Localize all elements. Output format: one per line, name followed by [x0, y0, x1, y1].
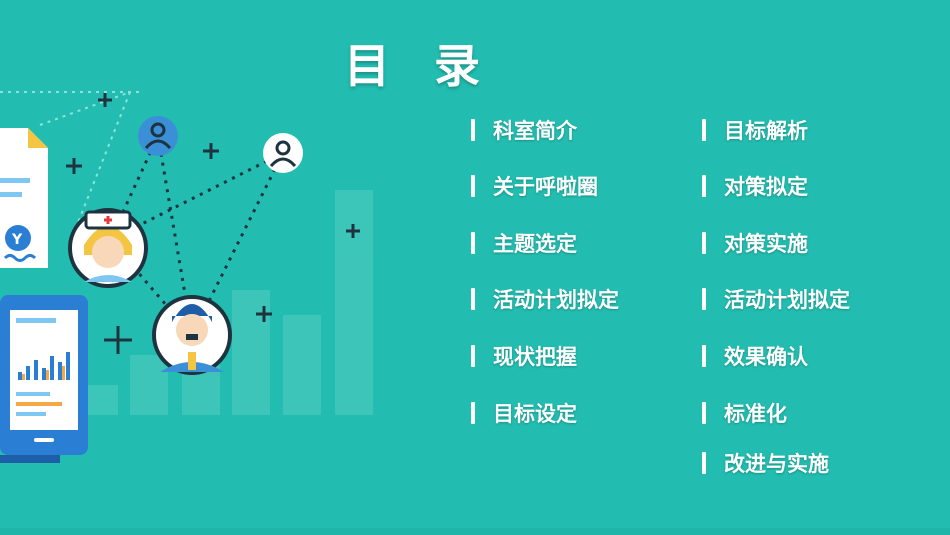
toc-label: 对策实施	[724, 232, 808, 256]
toc-item-4[interactable]: 活动计划拟定	[471, 285, 619, 313]
toc-item-6[interactable]: 目标设定	[471, 399, 577, 427]
page-title: 目 录	[344, 39, 495, 93]
toc-label: 现状把握	[493, 345, 577, 369]
toc-item-12[interactable]: 标准化	[702, 399, 787, 427]
svg-text:Y: Y	[11, 232, 23, 248]
toc-item-2[interactable]: 关于呼啦圈	[471, 172, 598, 200]
toc-label: 目标设定	[493, 402, 577, 426]
bullet-bar	[702, 452, 706, 474]
bullet-bar	[471, 402, 475, 424]
toc-item-10[interactable]: 活动计划拟定	[702, 285, 850, 313]
toc-item-1[interactable]: 科室简介	[471, 116, 577, 144]
phone-chart-icon	[0, 295, 88, 463]
toc-item-9[interactable]: 对策实施	[702, 229, 808, 257]
doctor-avatar-icon	[152, 295, 232, 375]
toc-label: 目标解析	[724, 119, 808, 143]
toc-label: 标准化	[724, 402, 787, 426]
dotted-grid-lines	[0, 91, 140, 231]
toc-label: 主题选定	[493, 232, 577, 256]
toc-item-8[interactable]: 对策拟定	[702, 172, 808, 200]
toc-label: 效果确认	[724, 345, 808, 369]
toc-label: 对策拟定	[724, 175, 808, 199]
toc-item-11[interactable]: 效果确认	[702, 342, 808, 370]
user-icon	[263, 133, 303, 173]
document-icon: Y	[0, 128, 48, 268]
toc-item-13[interactable]: 改进与实施	[702, 449, 829, 477]
bullet-bar	[702, 402, 706, 424]
bullet-bar	[471, 175, 475, 197]
nurse-avatar-icon	[68, 208, 148, 288]
toc-item-3[interactable]: 主题选定	[471, 229, 577, 257]
user-icon	[138, 116, 178, 156]
bullet-bar	[471, 232, 475, 254]
toc-label: 关于呼啦圈	[493, 175, 598, 199]
toc-item-7[interactable]: 目标解析	[702, 116, 808, 144]
bullet-bar	[471, 345, 475, 367]
toc-label: 活动计划拟定	[724, 288, 850, 312]
bullet-bar	[702, 175, 706, 197]
toc-label: 改进与实施	[724, 452, 829, 476]
medical-network-illustration: Y	[0, 91, 373, 463]
bullet-bar	[471, 288, 475, 310]
plus-icon	[66, 93, 360, 354]
toc-label: 科室简介	[493, 119, 577, 143]
bullet-bar	[471, 119, 475, 141]
bullet-bar	[702, 119, 706, 141]
bullet-bar	[702, 288, 706, 310]
bullet-bar	[702, 345, 706, 367]
toc-item-5[interactable]: 现状把握	[471, 342, 577, 370]
toc-label: 活动计划拟定	[493, 288, 619, 312]
bottom-strip	[0, 528, 950, 535]
bullet-bar	[702, 232, 706, 254]
